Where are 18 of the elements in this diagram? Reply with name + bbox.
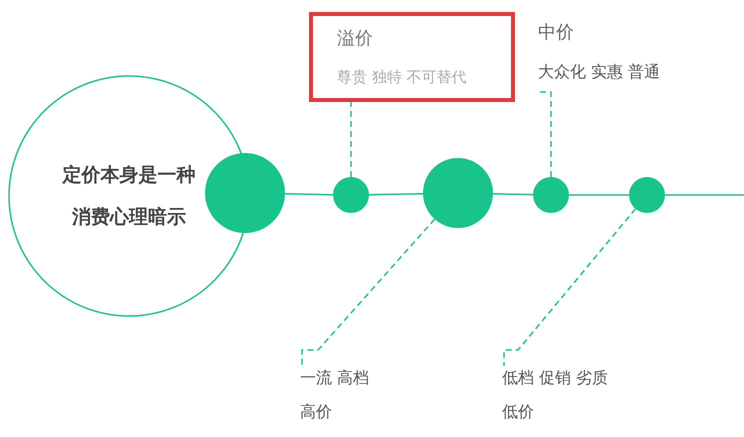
leader-line xyxy=(350,102,352,177)
tier-heading: 中价 xyxy=(538,21,574,44)
connector-line xyxy=(284,193,334,196)
tier-keywords: 低档 促销 劣质 xyxy=(502,368,608,389)
tier-keywords: 尊贵 独特 不可替代 xyxy=(337,68,467,87)
connector-line xyxy=(665,194,744,196)
tier-heading: 溢价 xyxy=(337,27,373,50)
highlight-box xyxy=(309,12,515,102)
tier-keywords: 一流 高档 xyxy=(300,368,370,389)
tier-keywords: 大众化 实惠 普通 xyxy=(538,62,660,83)
tier-heading: 低价 xyxy=(502,402,534,423)
connector-line xyxy=(492,193,534,196)
leader-line xyxy=(503,208,636,366)
circle-label: 定价本身是一种消费心理暗示 xyxy=(61,163,196,230)
connector-line xyxy=(368,192,424,196)
leader-line xyxy=(301,218,436,366)
tier-heading: 高价 xyxy=(300,402,332,423)
connector-line xyxy=(569,194,629,196)
